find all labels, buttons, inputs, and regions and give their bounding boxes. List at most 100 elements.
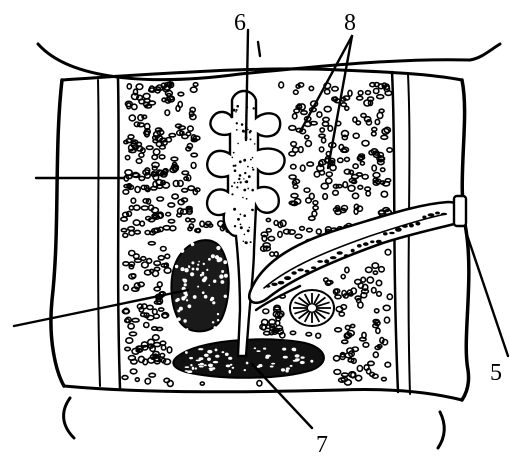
egg — [290, 365, 293, 367]
cell — [360, 162, 364, 166]
cell — [348, 185, 355, 191]
gonad-speck — [186, 299, 188, 301]
lobe-dot — [252, 169, 254, 171]
gonad-speck — [184, 283, 187, 286]
egg — [222, 351, 225, 353]
gonad-speck — [208, 258, 211, 261]
cell — [190, 87, 197, 92]
cell — [291, 142, 297, 147]
cell — [200, 382, 204, 385]
lobe-dot — [235, 111, 237, 113]
cell — [158, 256, 164, 260]
gonad-speck — [191, 243, 195, 247]
lobe-dot — [233, 109, 236, 112]
egg — [196, 360, 201, 362]
cell — [188, 126, 194, 131]
cell — [159, 308, 164, 311]
lobe-dot — [238, 178, 240, 180]
gonad-speck — [184, 268, 188, 272]
lobe-dot — [236, 105, 239, 108]
egg — [263, 348, 266, 350]
egg — [254, 347, 257, 349]
lobe-dot — [236, 109, 238, 111]
cell — [379, 109, 384, 112]
gonad-speck — [217, 319, 219, 321]
gonad-speck — [214, 326, 217, 329]
cell — [136, 159, 142, 164]
cell — [146, 146, 153, 150]
lobe-dot — [237, 182, 239, 184]
gonad-speck — [202, 274, 204, 276]
cell — [332, 87, 338, 91]
cell — [366, 267, 373, 272]
duct-bead — [363, 242, 369, 246]
cell — [166, 213, 171, 216]
cell — [385, 91, 392, 96]
cell — [375, 309, 379, 313]
gonad-speck — [212, 321, 214, 323]
egg — [226, 365, 231, 368]
cell — [279, 82, 284, 88]
duct-bead — [409, 224, 414, 228]
cell — [263, 309, 269, 314]
egg — [229, 370, 232, 374]
lobe-dot — [240, 224, 242, 226]
cell — [191, 153, 197, 157]
cell — [134, 254, 140, 259]
cell — [328, 126, 333, 131]
lobe-dot — [245, 241, 248, 244]
cell — [135, 187, 140, 193]
egg — [215, 349, 218, 352]
cell — [140, 221, 144, 226]
cell — [300, 165, 305, 171]
label-8: 8 — [344, 10, 356, 36]
cell — [153, 309, 158, 314]
cell — [142, 342, 148, 347]
cell — [187, 144, 192, 149]
cell — [357, 96, 363, 100]
egg — [296, 359, 299, 361]
cell — [320, 128, 324, 132]
lobe-dot — [240, 226, 243, 229]
cell — [377, 95, 384, 99]
gonad-speck — [224, 295, 227, 298]
cell — [274, 221, 278, 226]
duct-bead — [441, 213, 447, 216]
duct-bead — [324, 259, 329, 263]
lobe-dot — [244, 234, 246, 236]
cell — [139, 307, 143, 312]
cell — [352, 193, 358, 198]
cell — [124, 285, 129, 290]
lobe-dot — [250, 138, 252, 140]
gonad-speck — [196, 268, 199, 271]
lobe-dot — [253, 107, 255, 109]
cell — [321, 183, 328, 189]
egg — [207, 358, 211, 361]
gonad-speck — [185, 293, 188, 296]
cell — [366, 120, 371, 125]
egg — [215, 355, 219, 358]
lobe-dot — [251, 189, 254, 192]
lobe-dot — [254, 238, 256, 240]
cell — [167, 381, 173, 387]
lobe-dot — [235, 242, 238, 245]
egg — [301, 356, 305, 358]
cell — [353, 117, 357, 122]
gonad-speck — [209, 284, 211, 286]
duct-bead — [383, 232, 388, 235]
cell — [333, 190, 339, 195]
egg — [185, 351, 188, 354]
cell — [373, 173, 380, 178]
cell — [345, 157, 350, 161]
lobe-dot — [247, 166, 249, 168]
cell — [121, 217, 127, 221]
lobe-dot — [239, 160, 242, 163]
cell — [186, 218, 190, 222]
cell — [317, 112, 322, 117]
egg — [185, 366, 190, 368]
lobe-dot — [243, 159, 246, 162]
cell — [269, 319, 275, 324]
leader-5 — [466, 232, 508, 356]
gonad-speck — [212, 301, 215, 304]
cell — [135, 230, 141, 234]
